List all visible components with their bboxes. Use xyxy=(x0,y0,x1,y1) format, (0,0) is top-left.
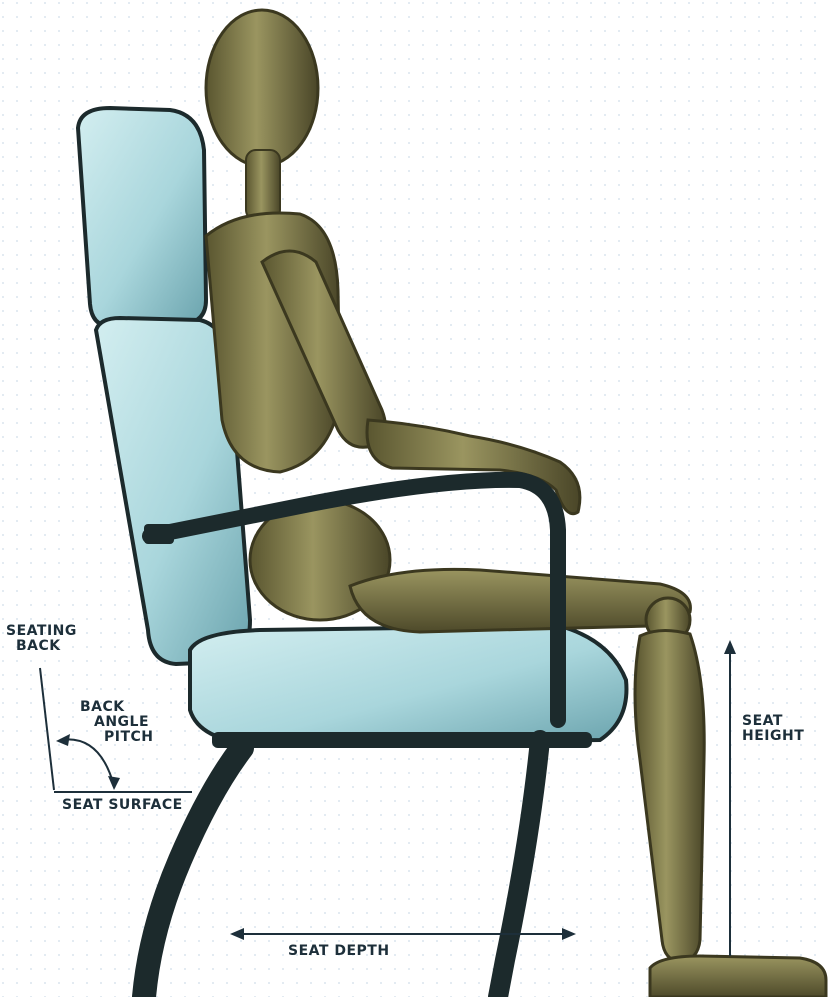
mannequin-head xyxy=(206,10,318,166)
back-angle-label-line-2: ANGLE xyxy=(80,715,154,730)
mannequin-foot xyxy=(650,956,826,997)
seating-back-label-line-2: BACK xyxy=(6,639,77,654)
mannequin-neck xyxy=(246,150,280,220)
seat-height-label: SEAT HEIGHT xyxy=(742,714,804,744)
seating-back-label-line-1: SEATING xyxy=(6,624,77,639)
back-angle-label: BACK ANGLE PITCH xyxy=(80,700,154,745)
armrest-joint xyxy=(144,524,174,544)
seating-back-label: SEATING BACK xyxy=(6,624,77,654)
seat-surface-label: SEAT SURFACE xyxy=(62,798,183,813)
seat-height-label-line-1: SEAT xyxy=(742,714,804,729)
backrest-upper-cushion xyxy=(78,108,206,326)
seat-height-label-line-2: HEIGHT xyxy=(742,729,804,744)
back-angle-label-line-3: PITCH xyxy=(80,730,154,745)
back-angle-label-line-1: BACK xyxy=(80,700,154,715)
seat-depth-label: SEAT DEPTH xyxy=(288,944,390,959)
